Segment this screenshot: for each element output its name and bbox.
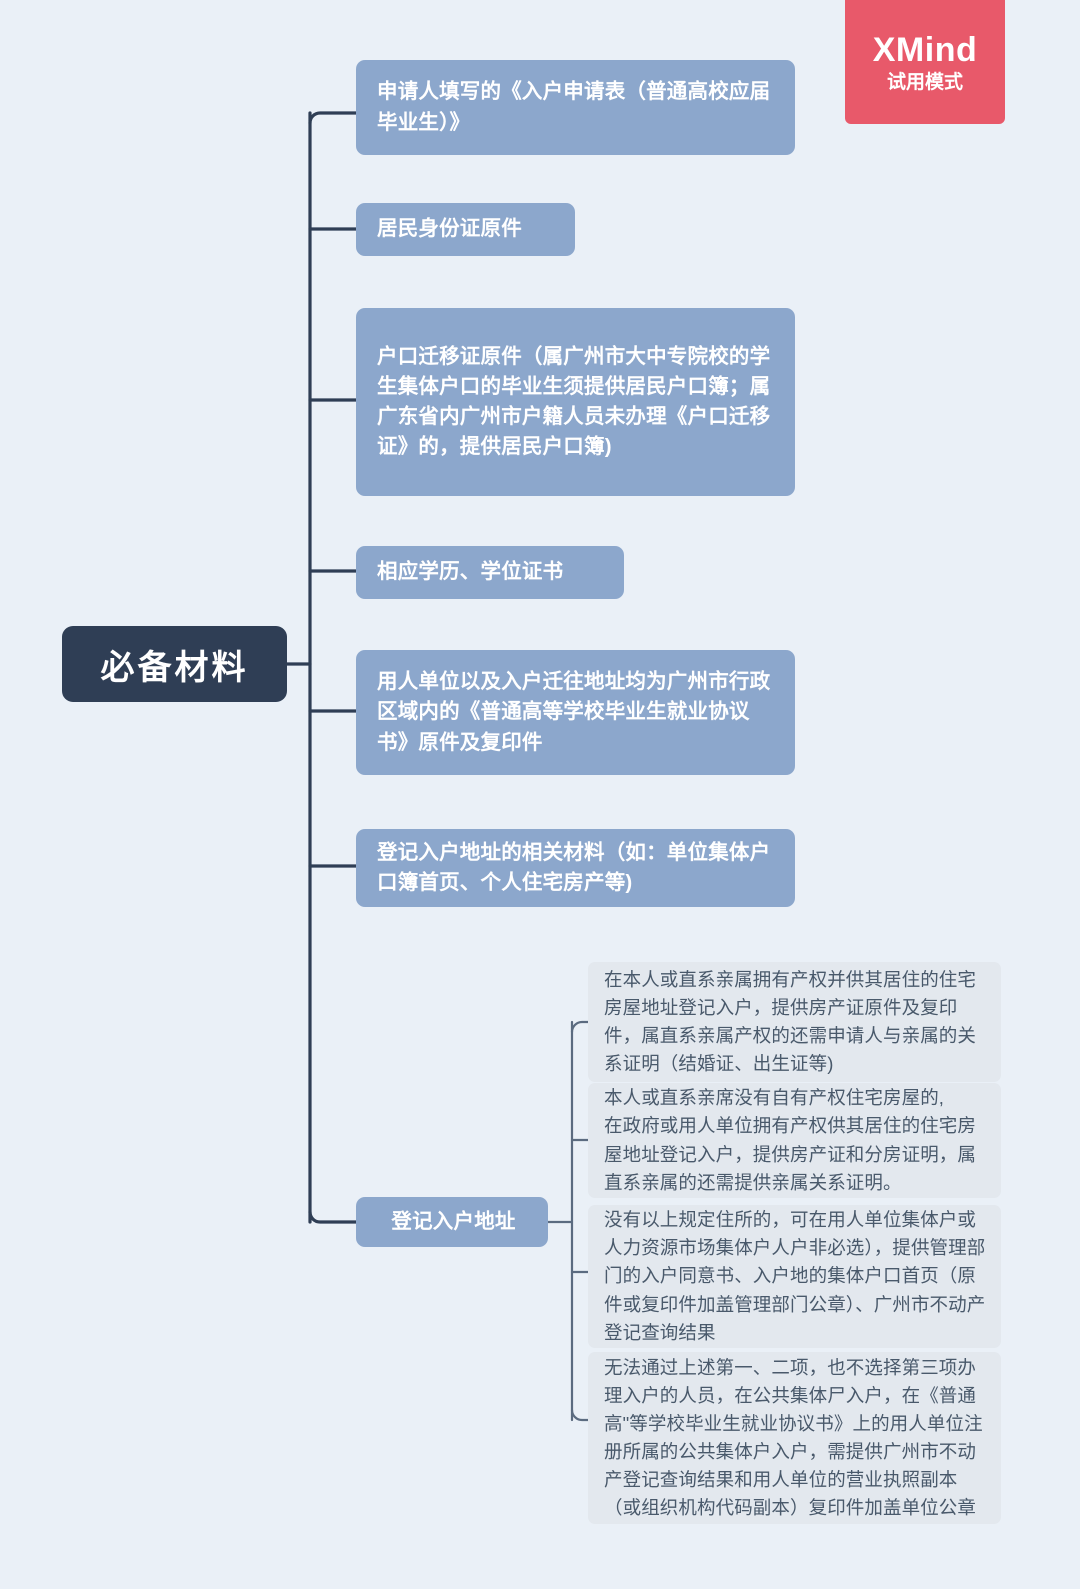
leaf-node-3[interactable]: 没有以上规定住所的，可在用人单位集体户或人力资源市场集体户人户非必选），提供管理… xyxy=(588,1205,1001,1348)
xmind-trial-watermark: XMind 试用模式 xyxy=(845,0,1005,124)
branch-node-6-label: 登记入户地址的相关材料（如：单位集体户口簿首页、个人住宅房产等) xyxy=(377,840,771,894)
leaf-node-4[interactable]: 无法通过上述第一、二项，也不选择第三项办理入户的人员，在公共集体尸入户，在《普通… xyxy=(588,1352,1001,1524)
connector-branch-1 xyxy=(308,111,358,125)
root-node-label: 必备材料 xyxy=(100,648,249,687)
branch-node-7-label: 登记入户地址 xyxy=(391,1209,516,1233)
branch-node-2-label: 居民身份证原件 xyxy=(377,217,522,241)
xmind-trial-label: 试用模式 xyxy=(886,71,963,93)
branch-node-1[interactable]: 申请人填写的《入户申请表（普通高校应届毕业生）》 xyxy=(356,60,795,155)
leaf-node-3-label: 没有以上规定住所的，可在用人单位集体户或人力资源市场集体户人户非必选），提供管理… xyxy=(604,1209,986,1343)
connector-sub-1 xyxy=(570,1020,590,1034)
xmind-logo-text: XMind xyxy=(872,30,978,69)
branch-node-1-label: 申请人填写的《入户申请表（普通高校应届毕业生）》 xyxy=(377,80,771,134)
root-node[interactable]: 必备材料 xyxy=(62,626,287,702)
branch-node-4[interactable]: 相应学历、学位证书 xyxy=(356,546,624,599)
connector-branch-7 xyxy=(308,1210,358,1224)
leaf-node-1-label: 在本人或直系亲属拥有产权并供其居住的住宅房屋地址登记入户，提供房产证原件及复印件… xyxy=(604,968,977,1075)
leaf-node-1[interactable]: 在本人或直系亲属拥有产权并供其居住的住宅房屋地址登记入户，提供房产证原件及复印件… xyxy=(588,962,1001,1082)
branch-node-3-label: 户口迁移证原件（属广州市大中专院校的学生集体户口的毕业生须提供居民户口簿；属广东… xyxy=(377,344,771,459)
branch-node-3[interactable]: 户口迁移证原件（属广州市大中专院校的学生集体户口的毕业生须提供居民户口簿；属广东… xyxy=(356,308,795,496)
leaf-node-2-label: 本人或直系亲席没有自有产权住宅房屋的, 在政府或用人单位拥有产权供其居住的住宅房… xyxy=(604,1087,977,1193)
leaf-node-2[interactable]: 本人或直系亲席没有自有产权住宅房屋的, 在政府或用人单位拥有产权供其居住的住宅房… xyxy=(588,1083,1001,1198)
connector-sub-4 xyxy=(570,1408,590,1422)
leaf-node-4-label: 无法通过上述第一、二项，也不选择第三项办理入户的人员，在公共集体尸入户，在《普通… xyxy=(604,1356,983,1519)
branch-node-2[interactable]: 居民身份证原件 xyxy=(356,203,575,256)
branch-node-7[interactable]: 登记入户地址 xyxy=(356,1197,548,1247)
branch-node-5-label: 用人单位以及入户迁往地址均为广州市行政区域内的《普通高等学校毕业生就业协议书》原… xyxy=(377,670,771,754)
branch-node-5[interactable]: 用人单位以及入户迁往地址均为广州市行政区域内的《普通高等学校毕业生就业协议书》原… xyxy=(356,650,795,775)
branch-node-6[interactable]: 登记入户地址的相关材料（如：单位集体户口簿首页、个人住宅房产等) xyxy=(356,829,795,907)
branch-node-4-label: 相应学历、学位证书 xyxy=(377,560,564,584)
